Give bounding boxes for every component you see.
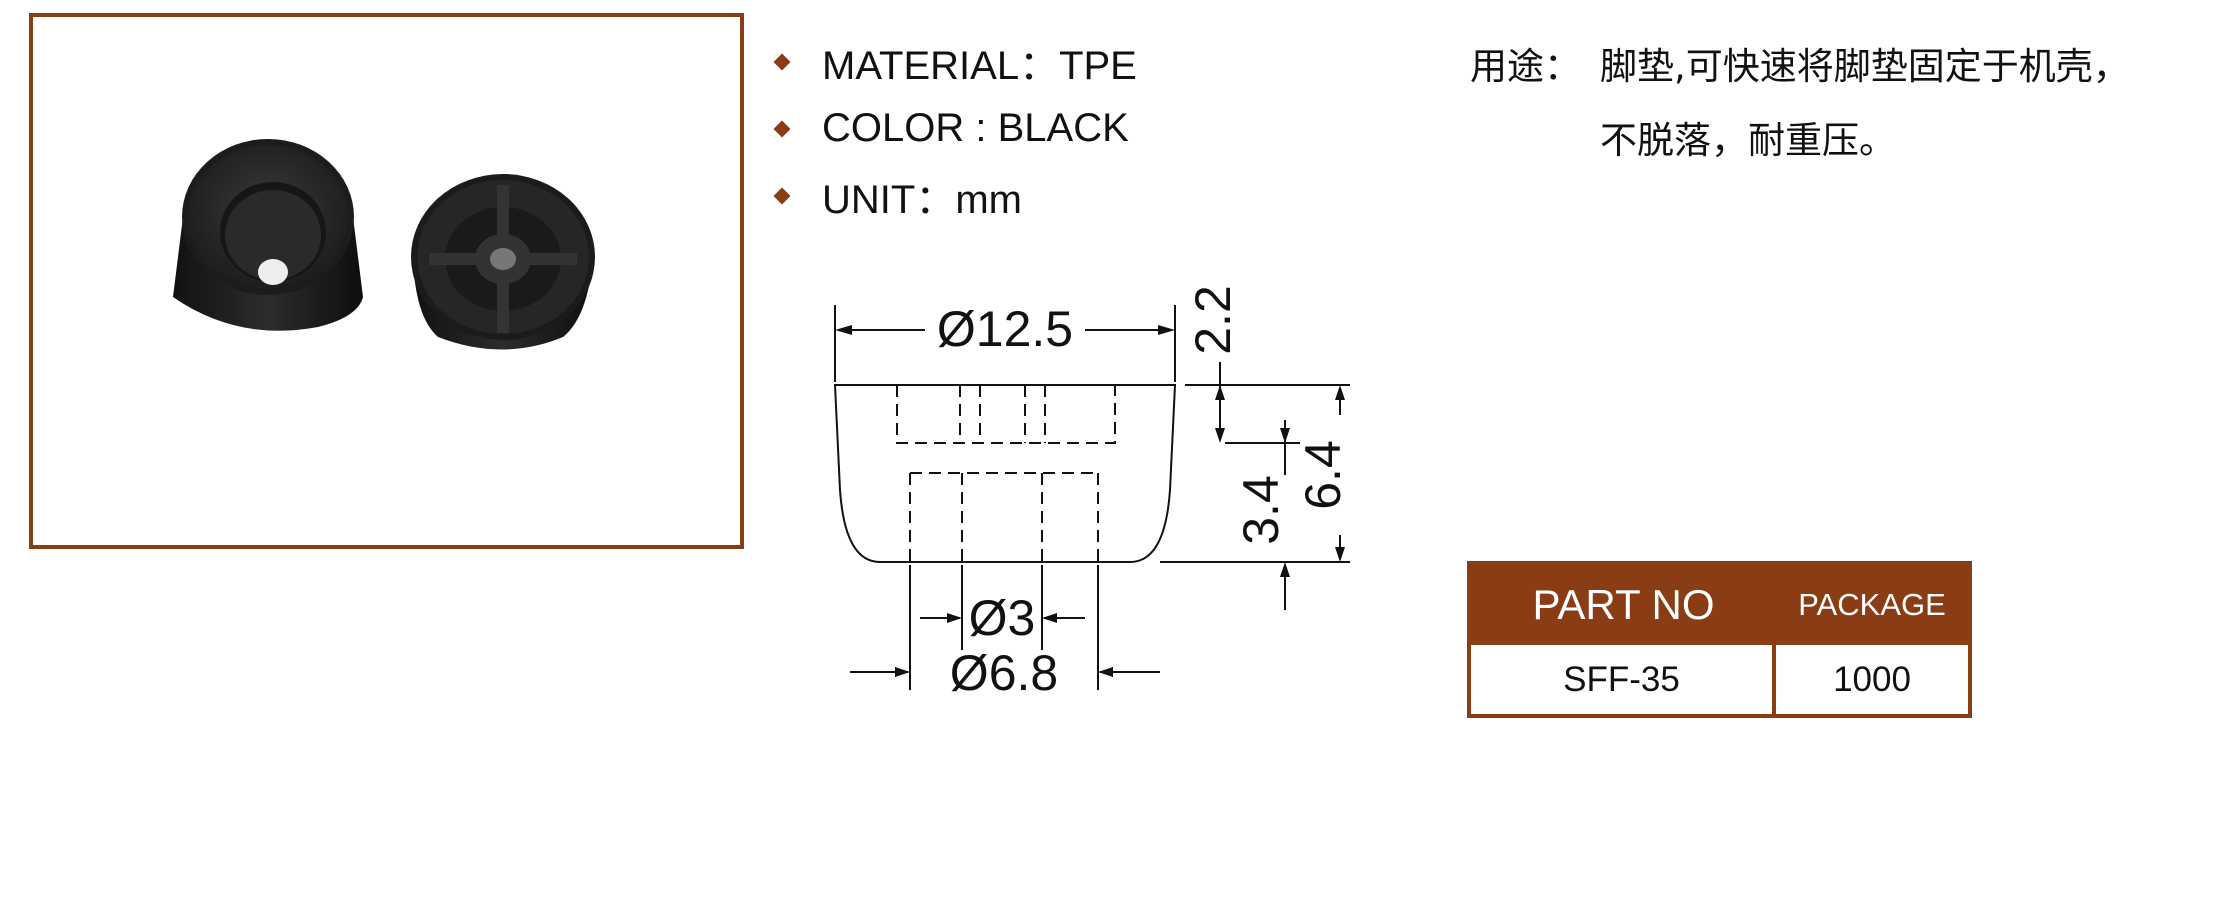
cell-package: 1000 — [1833, 659, 1911, 699]
diamond-bullet-icon — [773, 53, 791, 70]
spec-material: MATERIAL：TPE — [770, 28, 1137, 95]
product-photo-frame — [29, 13, 744, 549]
spec-list: MATERIAL：TPE COLOR : BLACK UNIT：mm — [770, 28, 1137, 229]
dim-bottom-diameter: Ø6.8 — [950, 645, 1058, 701]
diamond-bullet-icon — [773, 120, 791, 137]
dim-hole-diameter: Ø3 — [969, 590, 1036, 646]
spec-color: COLOR : BLACK — [770, 95, 1137, 162]
diamond-bullet-icon — [773, 187, 791, 204]
usage-label: 用途： — [1470, 45, 1581, 88]
dim-top-diameter: Ø12.5 — [937, 301, 1073, 357]
spec-unit: UNIT：mm — [770, 162, 1137, 229]
dim-total-height: 6.4 — [1295, 440, 1351, 510]
part-table: PART NO PACKAGE SFF-35 1000 — [1467, 561, 1972, 718]
hidden-lines — [896, 385, 1116, 562]
foot-pad-bottom-view — [411, 174, 595, 350]
header-part-no: PART NO — [1471, 565, 1776, 645]
foot-pad-top-view — [173, 139, 363, 331]
header-package: PACKAGE — [1776, 565, 1968, 645]
spec-unit-label: UNIT：mm — [822, 177, 1022, 222]
dim-inner-height: 3.4 — [1233, 475, 1289, 545]
spec-color-label: COLOR : BLACK — [822, 106, 1129, 150]
product-photo — [173, 139, 595, 350]
dim-top-height: 2.2 — [1185, 285, 1241, 355]
dimension-drawing: Ø12.5 2.2 3.4 6.4 Ø3 Ø6.8 — [833, 285, 1351, 701]
usage-text: 脚垫,可快速将脚垫固定于机壳，不脱落，耐重压。 — [1600, 45, 2130, 162]
usage-description: 用途： 脚垫,可快速将脚垫固定于机壳，不脱落，耐重压。 — [1470, 30, 2160, 178]
cell-part-no: SFF-35 — [1471, 645, 1776, 714]
foot-outline — [833, 384, 1177, 563]
spec-material-label: MATERIAL：TPE — [822, 43, 1137, 88]
